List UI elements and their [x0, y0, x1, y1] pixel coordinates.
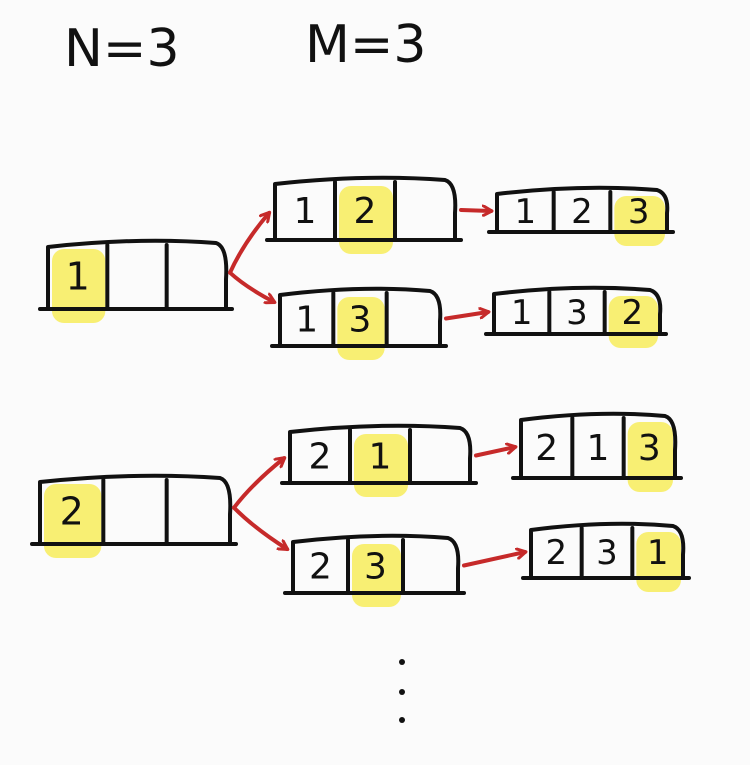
box-outline [46, 238, 229, 311]
cell-digit: 1 [295, 299, 318, 340]
box-outline [495, 185, 670, 234]
arrow-layer [228, 210, 525, 568]
cell-digit: 1 [294, 191, 317, 232]
cell-digit: 1 [66, 255, 90, 299]
highlight-mark [339, 186, 393, 254]
box-outline [273, 175, 458, 242]
cell-digit: 2 [354, 191, 377, 232]
highlight-mark [52, 249, 106, 323]
branch-arrow-up-1 [228, 213, 269, 275]
cell-digit: 3 [566, 293, 588, 333]
branch-arrow-down-1 [228, 270, 274, 302]
root-box-2: 2 [30, 473, 238, 558]
cell-digit: 2 [546, 533, 568, 573]
cell-digit: 1 [587, 428, 610, 469]
cell-digit: 1 [515, 192, 537, 232]
cell-digit: 3 [638, 428, 661, 469]
cell-digit: 2 [535, 428, 558, 469]
cell-digit: 2 [60, 490, 84, 534]
box-outline [38, 473, 233, 546]
step-arrow-2-2 [462, 552, 525, 568]
box-outline [278, 286, 443, 348]
step-arrow-1-2 [444, 312, 488, 321]
step-arrow-2-1 [474, 447, 515, 458]
cell-digit: 1 [647, 533, 669, 573]
cell-digit: 2 [622, 293, 644, 333]
cell-digit: 2 [571, 192, 593, 232]
box-outline [291, 533, 461, 595]
step-arrow-1-1 [459, 210, 491, 211]
branch-arrow-up-2 [232, 458, 284, 510]
root-box-1: 1 [38, 238, 234, 323]
highlight-mark [627, 422, 673, 492]
cell-digit: 3 [349, 299, 372, 340]
box-outline [519, 411, 678, 480]
highlight-mark [44, 484, 102, 558]
cell-digit: 3 [596, 533, 618, 573]
cell-digit: 2 [309, 436, 332, 477]
cell-digit: 1 [369, 436, 392, 477]
branch-arrow-down-2 [232, 505, 287, 549]
cell-digit: 3 [364, 546, 387, 587]
box-outline [529, 521, 686, 580]
cell-digit: 3 [628, 192, 650, 232]
m-label: M=3 [305, 15, 427, 75]
cell-digit: 2 [309, 546, 332, 587]
box-outline [492, 285, 663, 336]
box-outline [288, 423, 473, 485]
vertical-ellipsis-icon [399, 659, 405, 723]
cell-digit: 1 [511, 293, 533, 333]
n-label: N=3 [64, 19, 180, 79]
